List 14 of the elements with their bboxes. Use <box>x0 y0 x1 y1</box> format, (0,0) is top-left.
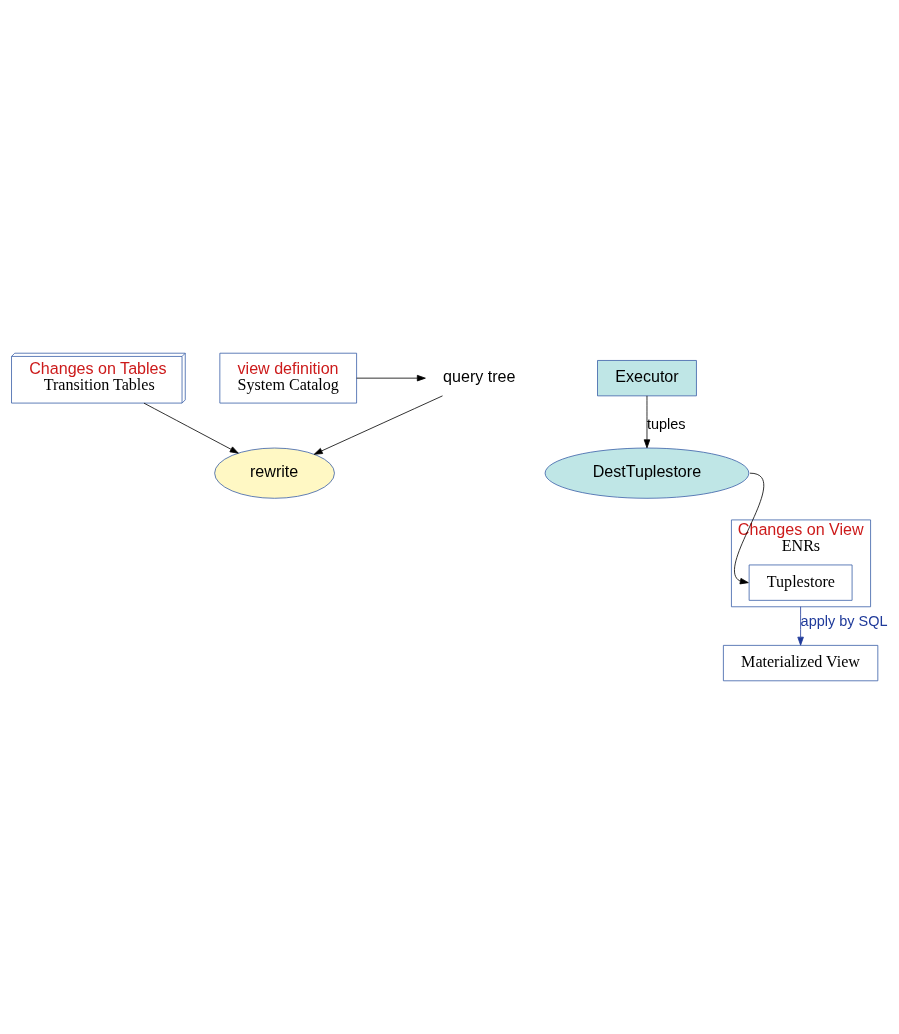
arrow <box>356 374 426 382</box>
node-box: Materialized View <box>723 645 879 682</box>
node-box: view definition System Catalog <box>219 352 357 404</box>
arrow <box>797 606 804 646</box>
node-box: Tuplestore <box>748 564 853 601</box>
arrow <box>143 402 239 454</box>
arrow <box>643 395 651 449</box>
node-ellipse: DestTuplestore <box>544 447 750 499</box>
edge-label: apply by SQL <box>800 613 888 630</box>
arrow <box>313 395 443 455</box>
edge-label: tuples <box>646 416 686 433</box>
node-box: Executor <box>597 360 697 397</box>
node-text: query tree <box>443 367 516 386</box>
arrow <box>734 472 765 585</box>
